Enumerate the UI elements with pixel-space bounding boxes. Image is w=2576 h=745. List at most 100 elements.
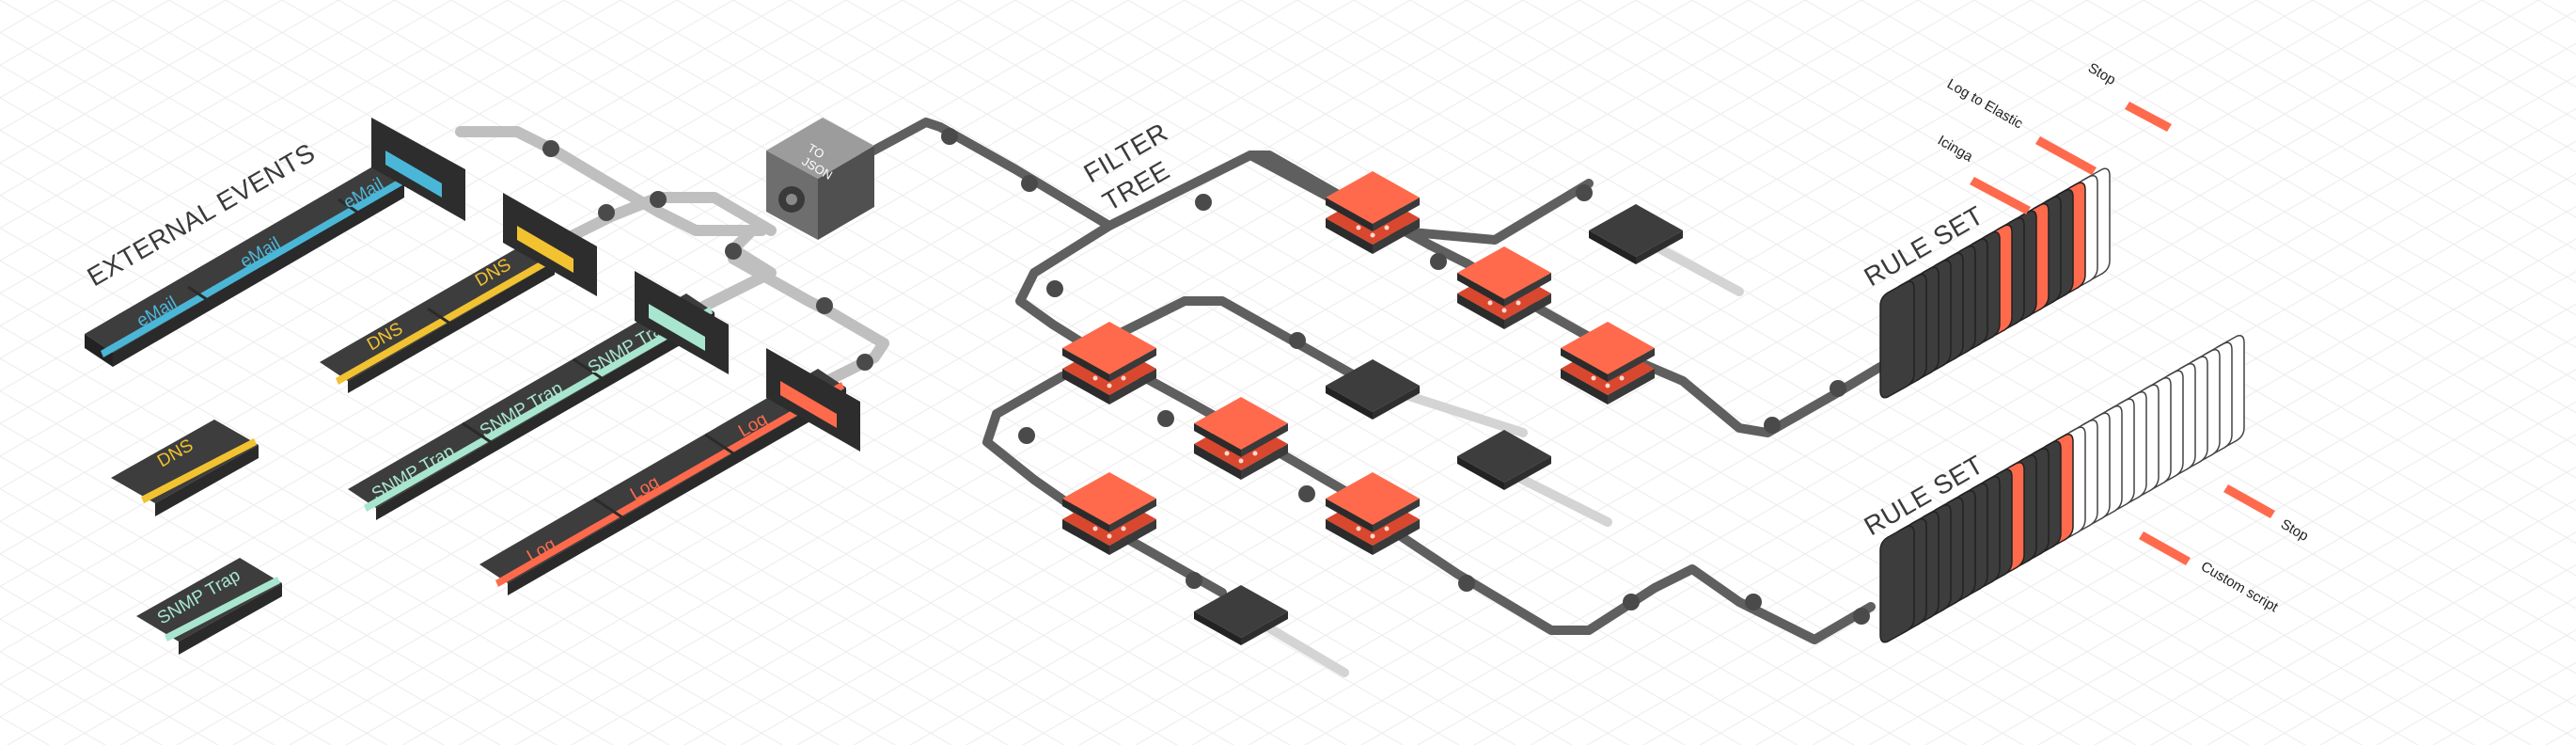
joint	[1830, 380, 1846, 397]
queue-log-side	[508, 388, 846, 595]
feed-line-email	[455, 126, 767, 236]
filter-node-dot	[1121, 526, 1126, 531]
queue-log: Log Log Log	[479, 348, 860, 595]
filter-node-dot	[1092, 375, 1098, 381]
rule-set-bottom: RULE SET Stop Custom script	[1860, 335, 2311, 643]
filter-node-edge	[1504, 273, 1551, 307]
joint	[1430, 253, 1447, 270]
filter-node-edge	[1194, 444, 1241, 480]
queue-divider	[338, 198, 368, 220]
queue-snmp-side	[376, 312, 715, 520]
filter-node-edge	[1326, 198, 1373, 231]
drop-node-edge	[1504, 456, 1551, 490]
converter-port-inner	[786, 194, 797, 205]
drop-node-edge	[1194, 611, 1241, 645]
action-elastic-marker	[2035, 136, 2097, 175]
joint	[1745, 594, 1762, 610]
filter-nodes	[1062, 171, 1655, 555]
joint	[1764, 417, 1781, 434]
filter-node-edge	[1373, 218, 1420, 254]
joint	[1623, 594, 1640, 610]
filter-node-edge	[1109, 519, 1156, 555]
joint	[725, 243, 742, 260]
action-icinga-marker	[1970, 177, 2031, 214]
filter-node-edge	[1109, 499, 1156, 532]
queue-dns-top	[320, 243, 555, 381]
filter-node	[1326, 472, 1420, 555]
joint	[856, 354, 873, 371]
filter-node-dot	[1605, 383, 1610, 388]
action-stop-bottom-marker	[2223, 484, 2275, 518]
filter-node-dot	[1487, 300, 1493, 306]
queue-divider	[573, 357, 603, 380]
joint	[1195, 194, 1212, 211]
converter-right	[818, 146, 874, 240]
queue-email-gate-slot	[385, 151, 442, 198]
filter-node-dot	[1384, 526, 1390, 531]
filter-node-dot	[1356, 526, 1361, 531]
event-dns-stripe	[141, 438, 257, 503]
to-json-converter: TO JSON	[766, 118, 874, 240]
filter-node-dot	[1356, 225, 1361, 230]
drop-nodes	[1194, 204, 1683, 645]
event-dns-standalone: DNS	[111, 420, 259, 516]
joint	[650, 191, 667, 208]
filter-node-edge	[1608, 348, 1655, 382]
filter-node-dot	[1370, 232, 1375, 238]
rule-slab	[1879, 525, 1915, 643]
queue-dns: DNS DNS	[320, 193, 597, 393]
queue-divider	[187, 285, 217, 308]
filter-node	[1194, 397, 1288, 480]
event-snmp-stripe	[165, 577, 280, 642]
joint	[1458, 575, 1475, 592]
pipe-branch-b	[1086, 296, 1377, 390]
filter-node-edge	[1062, 348, 1109, 382]
drop-node-edge	[1589, 230, 1636, 264]
drop-node	[1457, 430, 1551, 490]
filter-node-edge	[1373, 499, 1420, 532]
filter-node-edge	[1326, 499, 1373, 532]
filter-node-edge	[1373, 519, 1420, 555]
event-snmp-top	[136, 558, 282, 642]
event-dns-side	[155, 445, 259, 516]
joint	[1289, 332, 1306, 349]
filter-node-edge	[1504, 293, 1551, 329]
joint	[598, 204, 615, 221]
pipe-branch-e	[1246, 151, 1594, 245]
action-stop-top-marker	[2125, 102, 2172, 132]
queue-log-stripe	[495, 382, 844, 587]
filter-node-edge	[1326, 519, 1373, 555]
filter-node-edge	[1561, 348, 1608, 382]
filter-node-edge	[1241, 444, 1288, 480]
filter-node-edge	[1608, 369, 1655, 404]
event-snmp-side	[179, 583, 282, 655]
filter-node-edge	[1457, 273, 1504, 307]
converter-top	[766, 118, 874, 179]
joint	[1021, 175, 1038, 192]
rule-slab	[1879, 280, 1915, 399]
joint	[816, 297, 833, 314]
queue-divider	[427, 307, 457, 329]
filter-node-edge	[1326, 218, 1373, 254]
drop-node	[1326, 359, 1420, 420]
filter-node	[1062, 472, 1156, 555]
filter-node-dot	[1107, 383, 1112, 388]
pipe-to-ruleset-bottom	[1368, 513, 1876, 644]
queue-email-stripe	[101, 179, 402, 357]
filter-node-edge	[1062, 519, 1109, 555]
drop-node	[1194, 585, 1288, 645]
filter-node-dot	[1252, 451, 1258, 456]
filter-node-edge	[1109, 369, 1156, 404]
queue-email-top	[85, 165, 404, 353]
queue-dns-side	[348, 262, 555, 393]
drop-node-edge	[1241, 611, 1288, 645]
drop-node-edge	[1326, 386, 1373, 420]
filter-node-edge	[1062, 499, 1109, 532]
queue-email-side	[113, 183, 404, 367]
drop-node-edge	[1373, 386, 1420, 420]
filter-node-dot	[1107, 533, 1112, 539]
filter-node-dot	[1121, 375, 1126, 381]
joint	[1186, 572, 1202, 589]
